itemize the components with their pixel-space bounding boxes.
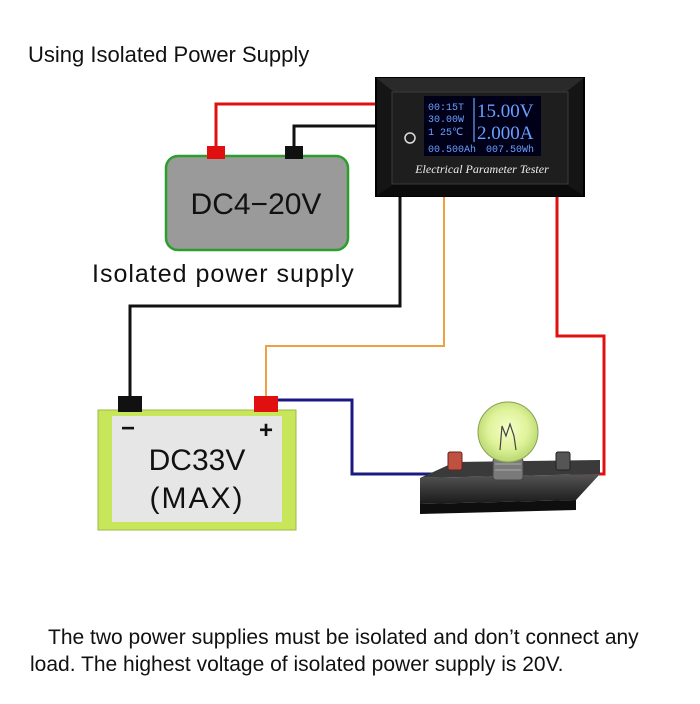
battery-max-label: (MAX): [150, 482, 245, 515]
battery-negative-terminal: [118, 396, 142, 412]
battery-plus-sign: +: [259, 417, 273, 444]
meter-name: Electrical Parameter Tester: [414, 162, 549, 176]
meter-voltage: 15.00V: [477, 101, 534, 122]
meter-readout-capacity: 00.500Ah: [428, 144, 476, 156]
blue-wire-battery-to-lamp: [276, 398, 448, 476]
meter-readout-temp: 1 25℃: [428, 128, 463, 139]
black-wire-meter-to-battery: [128, 196, 402, 400]
battery: − + DC33V (MAX): [97, 396, 297, 531]
electrical-parameter-tester: 00:15T 30.00W 1 25℃ 00.500Ah 15.00V 2.00…: [375, 77, 585, 197]
supply-voltage-label: DC4−20V: [191, 188, 322, 221]
lamp-terminal-left: [447, 451, 463, 471]
bulb-icon: [477, 401, 539, 463]
meter-button-icon: [404, 132, 416, 144]
isolated-supply-caption: Isolated power supply: [92, 260, 355, 288]
isolated-power-supply: DC4−20V: [164, 146, 350, 252]
meter-screen: [424, 96, 541, 156]
wires: [128, 102, 606, 476]
meter-energy: 007.50Wh: [486, 144, 534, 156]
red-wire-meter-to-lamp: [555, 196, 606, 476]
positive-terminal: [207, 146, 225, 159]
battery-voltage-label: DC33V: [149, 444, 246, 477]
lamp-terminal-right: [555, 451, 571, 471]
meter-readout-power: 30.00W: [428, 115, 464, 126]
warning-note-text: The two power supplies must be isolated …: [30, 626, 639, 676]
lamp-base: [420, 474, 600, 504]
lamp: [420, 401, 600, 514]
meter-current: 2.000A: [477, 123, 534, 144]
negative-terminal: [285, 146, 303, 159]
warning-note: The two power supplies must be isolated …: [30, 624, 690, 678]
orange-wire-meter-to-battery: [265, 196, 445, 398]
page-title: Using Isolated Power Supply: [28, 42, 310, 67]
battery-positive-terminal: [254, 396, 278, 412]
meter-readout-time: 00:15T: [428, 103, 464, 114]
red-wire-meter-to-supply: [214, 102, 378, 150]
black-wire-meter-to-supply: [292, 124, 378, 150]
battery-minus-sign: −: [121, 415, 135, 442]
